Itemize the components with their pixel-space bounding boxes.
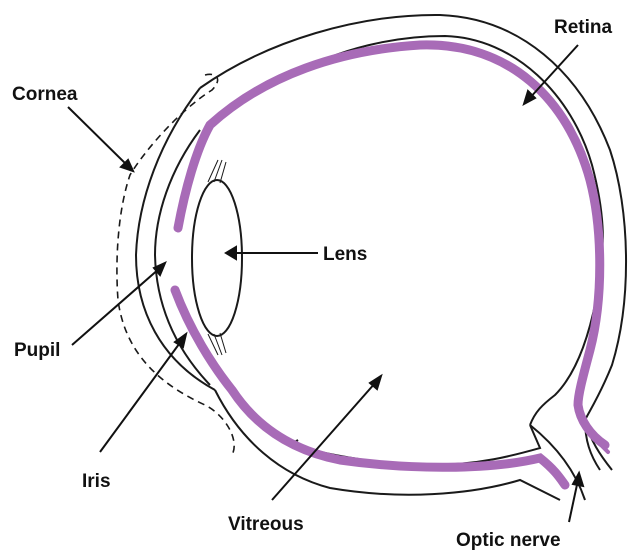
label-pupil: Pupil: [14, 340, 60, 361]
optic-nerve-pointer: [569, 480, 578, 522]
label-cornea: Cornea: [12, 84, 78, 105]
sclera-inner-outline: [292, 36, 603, 425]
sclera-bottom-outer: [215, 390, 560, 500]
label-retina: Retina: [554, 17, 613, 38]
iris-pointer: [100, 340, 182, 452]
label-optic-nerve: Optic nerve: [456, 530, 561, 551]
label-lens: Lens: [323, 244, 367, 265]
iris-arrowhead: [175, 334, 186, 347]
pupil-pointer: [72, 268, 160, 345]
pointer-lines: [68, 45, 583, 522]
cornea-pointer: [68, 107, 128, 166]
label-vitreous: Vitreous: [228, 514, 304, 535]
label-iris: Iris: [82, 471, 111, 492]
